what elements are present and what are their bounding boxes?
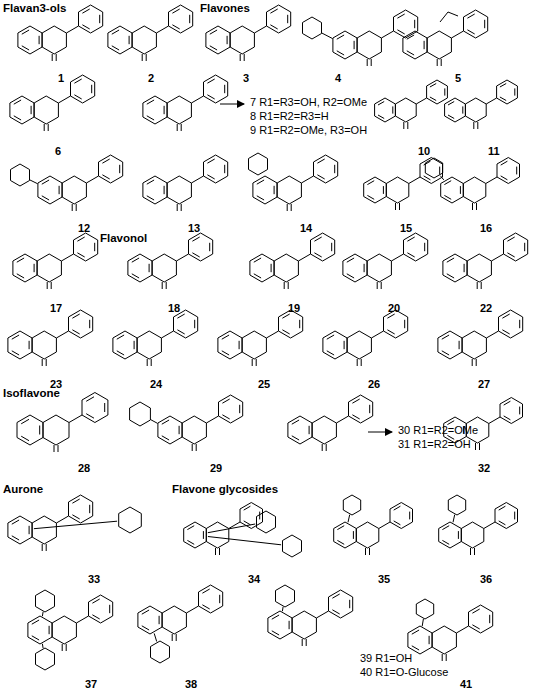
compound-number: 19 [288,302,300,315]
compound-number: 35 [378,573,390,586]
substituent-note: 30 R1=R2=OMe [398,424,478,437]
class-heading: Flavone glycosides [172,483,278,496]
compound-number: 32 [478,462,490,475]
compound-number: 13 [188,222,200,235]
compound-number: 10 [418,145,430,158]
substituent-note: 8 R1=R2=R3=H [250,110,329,123]
compound-number: 16 [480,222,492,235]
substituent-note: 7 R1=R3=OH, R2=OMe [250,96,367,109]
compound-number: 34 [248,573,260,586]
compound-number: 29 [210,462,222,475]
compound-number: 38 [185,678,197,691]
class-heading: Flavan3-ols [3,2,66,15]
compound-number: 26 [368,378,380,391]
compound-number: 36 [480,573,492,586]
compound-number: 24 [150,378,162,391]
compound-number: 11 [488,145,500,158]
compound-number: 25 [258,378,270,391]
compound-number: 20 [388,302,400,315]
compound-number: 41 [460,678,472,691]
class-heading: Isoflavone [3,387,60,400]
compound-number: 12 [78,222,90,235]
compound-number: 17 [50,302,62,315]
class-heading: Flavones [200,2,250,15]
compound-number: 22 [480,302,492,315]
compound-number: 27 [478,378,490,391]
reaction-arrow [368,432,392,433]
compound-number: 33 [88,573,100,586]
reaction-arrow [220,104,244,105]
class-heading: Aurone [3,483,43,496]
compound-number: 14 [300,222,312,235]
compound-number: 28 [78,462,90,475]
substituent-note: 31 R1=R2=OH [398,438,471,451]
compound-number: 18 [168,302,180,315]
compound-number: 4 [335,72,341,85]
substituent-note: 9 R1=R2=OMe, R3=OH [250,124,367,137]
class-heading: Flavonol [100,232,147,245]
compound-number: 15 [400,222,412,235]
substituent-note: 39 R1=OH [360,652,412,665]
compound-number: 1 [58,72,64,85]
compound-number: 6 [55,145,61,158]
compound-number: 5 [455,72,461,85]
substituent-note: 40 R1=O-Glucose [360,666,448,679]
compound-number: 37 [85,678,97,691]
compound-number: 3 [243,72,249,85]
compound-number: 2 [148,72,154,85]
